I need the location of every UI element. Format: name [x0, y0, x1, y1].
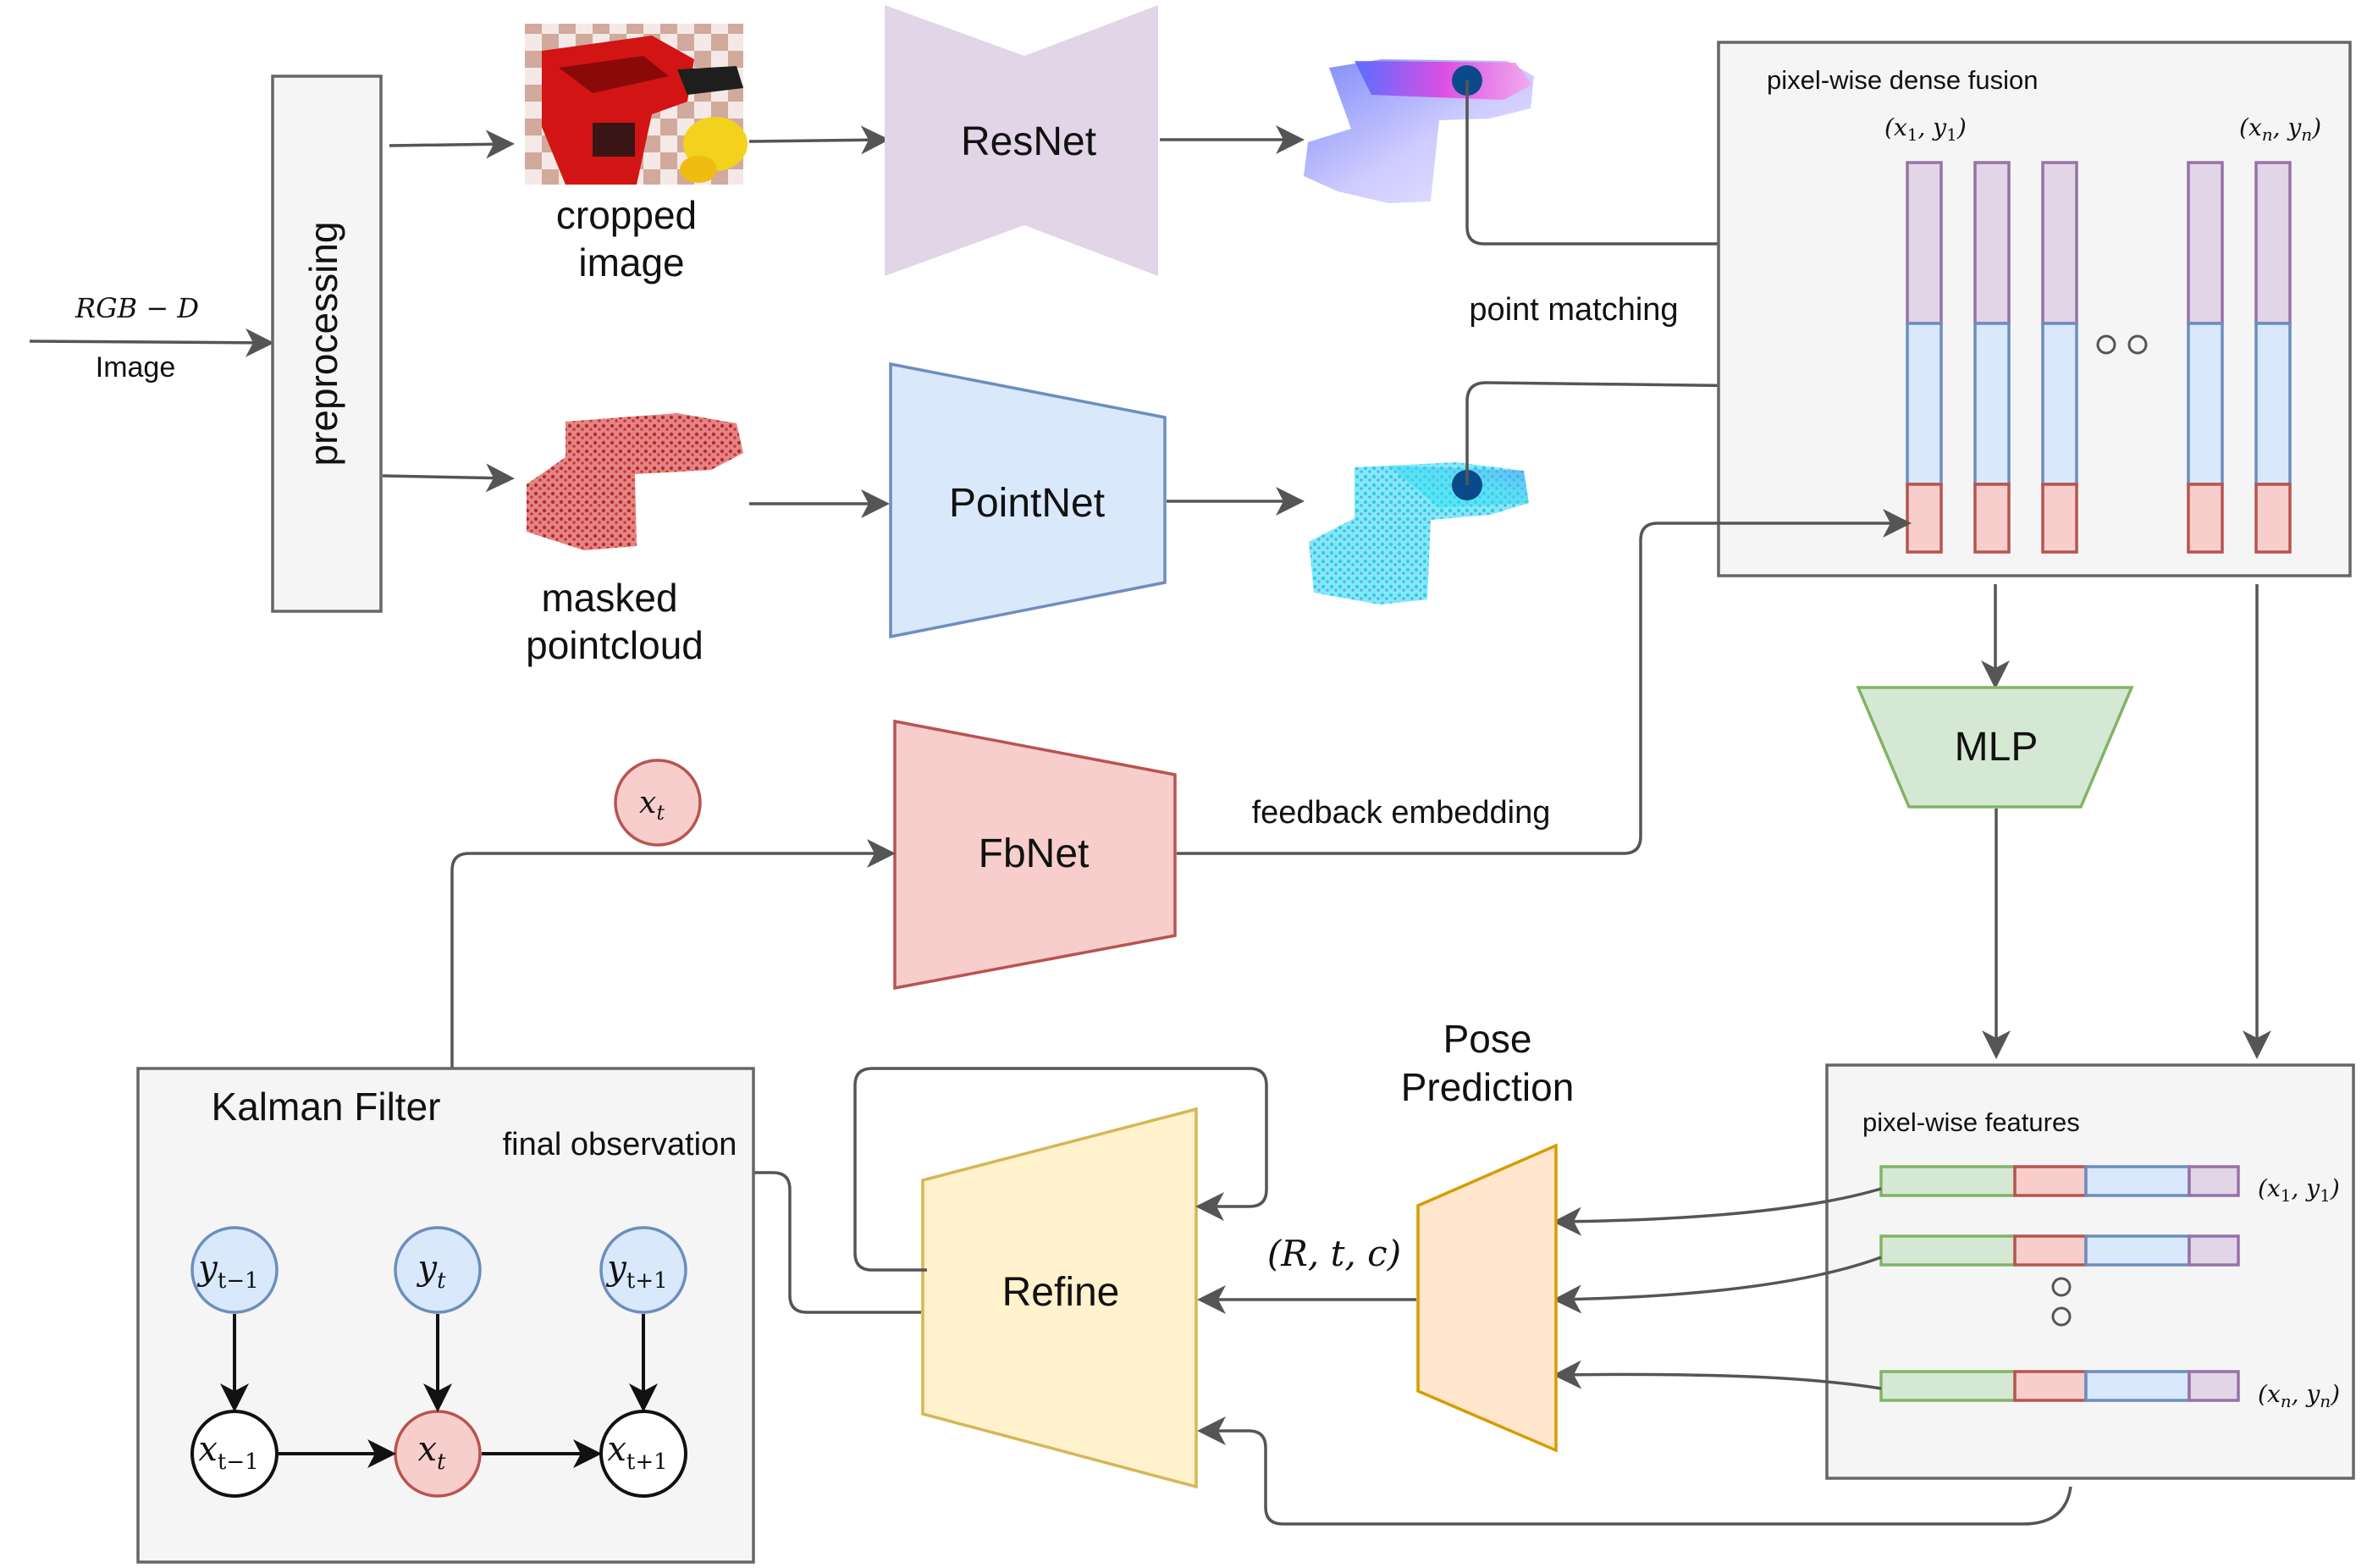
fusion-column-5-rgb-segment: [2254, 161, 2292, 325]
fusion-column-5-geometry-segment: [2254, 322, 2292, 486]
node-x-next-label: xt+1: [607, 1430, 667, 1475]
fusion-column-2-rgb-segment: [1973, 161, 2011, 325]
fusion-ellipsis-dot-1: [2096, 334, 2116, 355]
pointnet-label: PointNet: [949, 481, 1105, 526]
refine-block: [923, 1109, 1196, 1487]
fusion-column-3-feedback-segment: [2041, 483, 2078, 554]
feature-row-2-to-pose-arrow: [1553, 1256, 1882, 1314]
refine-label: Refine: [1002, 1270, 1120, 1315]
pointnet-outline: [889, 362, 1167, 639]
pose-prediction-label-1: Pose: [1443, 1017, 1532, 1061]
cropped-image-label-2: image: [578, 240, 684, 284]
fusion-column-3-geometry-segment: [2041, 322, 2078, 486]
fusion-columns: [1906, 161, 2292, 554]
feature-row-1-geometry-segment: [2084, 1165, 2191, 1197]
feature-row-1-to-pose-arrow: [1553, 1187, 1882, 1236]
node-x-curr-label: xt: [417, 1430, 446, 1475]
feature-row-1-feedback-segment: [2013, 1165, 2088, 1197]
feature-row-1-rgb-segment: [2188, 1165, 2240, 1197]
refine-loop-arrow: [853, 1067, 1268, 1272]
fusion-column-4-feedback-segment: [2187, 483, 2224, 554]
pixel-features-panel: [1825, 1063, 2355, 1480]
dense-fusion-panel: [1717, 41, 2352, 577]
feature-row-2-geometry-segment: [2084, 1234, 2191, 1267]
mlp-outline: [1856, 686, 2134, 809]
dense-fusion-title: pixel-wise dense fusion: [1767, 65, 2039, 95]
pose-output-label: (R, t, c): [1267, 1233, 1401, 1274]
feature-row-2-feedback-segment: [2013, 1234, 2088, 1267]
feature-row-3-geometry-segment: [2084, 1370, 2191, 1402]
refine-outline: [921, 1107, 1198, 1489]
preprocessing-label: preprocessing: [301, 222, 345, 467]
features-ellipsis-dot-2: [2051, 1306, 2072, 1327]
rgb-match-to-fusion-arrow: [1465, 80, 1912, 258]
feature-row-3-rgb-segment: [2188, 1370, 2240, 1402]
input-math-label: RGB − D: [74, 292, 199, 324]
x-t-node-outline: [614, 759, 702, 847]
cloud-match-to-fusion-arrow: [1465, 373, 1912, 485]
node-y-next: [599, 1226, 687, 1314]
final-observation-label: final observation: [503, 1127, 737, 1162]
feature-row-2-mlp-segment: [1879, 1234, 2017, 1267]
x-t-node-label: xt: [639, 786, 665, 825]
feature-rows: [1879, 1165, 2240, 1402]
mlp-label: MLP: [1955, 725, 2039, 770]
pointnet-block: [891, 364, 1165, 637]
fusion-column-4-rgb-segment: [2187, 161, 2224, 325]
feature-row-3-feedback-segment: [2013, 1370, 2088, 1402]
node-y-prev: [190, 1226, 279, 1314]
preprocessing-to-image-arrow: [389, 130, 515, 159]
image-to-resnet-arrow: [748, 125, 890, 155]
pose-prediction-outline: [1416, 1143, 1558, 1453]
fusion-column-1-feedback-segment: [1906, 483, 1943, 554]
x-t-node: [615, 760, 700, 845]
pose-prediction-label-2: Prediction: [1401, 1065, 1575, 1109]
fusion-column-1-geometry-segment: [1906, 322, 1943, 486]
features-ellipsis-dot-1: [2051, 1277, 2072, 1297]
kalman-filter-title: Kalman Filter: [212, 1085, 441, 1129]
preprocessing-box: [271, 75, 383, 613]
input-label: Image: [96, 351, 176, 384]
node-x-prev-label: xt−1: [198, 1430, 258, 1475]
feedback-embedding-label: feedback embedding: [1252, 795, 1551, 831]
preprocessing-to-cloud-arrow: [382, 463, 515, 493]
fusion-column-2-geometry-segment: [1973, 322, 2011, 486]
input-arrow: [29, 328, 274, 357]
kalman-nodes: yt−1 yt yt+1 xt−1 xt xt+1: [190, 1226, 687, 1498]
fusion-column-1-rgb-segment: [1906, 161, 1943, 325]
features-to-refine-arrow: [1197, 1416, 2072, 1526]
node-y-curr-label: yt: [416, 1249, 446, 1294]
fusion-ellipsis-dot-2: [2127, 334, 2148, 355]
masked-pointcloud-label-2: pointcloud: [526, 623, 703, 667]
fbnet-outline: [893, 719, 1177, 991]
fusion-column-5-feedback-segment: [2254, 483, 2292, 554]
feature-row-3-mlp-segment: [1879, 1370, 2017, 1402]
fbnet-to-fusion-arrow: [1177, 509, 1912, 855]
fusion-column-2-feedback-segment: [1973, 483, 2011, 554]
fbnet-block: [895, 721, 1175, 988]
fusion-column-4-geometry-segment: [2187, 322, 2224, 486]
point-matching-label: point matching: [1469, 292, 1678, 328]
pose-prediction-block: [1418, 1146, 1556, 1450]
node-y-curr: [394, 1226, 482, 1314]
cropped-image-label-1: cropped: [556, 193, 697, 237]
kalman-to-fbnet-arrow: [450, 839, 896, 1068]
feature-row-1-mlp-segment: [1879, 1165, 2017, 1197]
node-y-prev-label: yt−1: [196, 1249, 258, 1294]
feature-row-n-to-pose-arrow: [1553, 1360, 1882, 1390]
feature-row-2-rgb-segment: [2188, 1234, 2240, 1267]
rgb-feature-map: [1304, 59, 1534, 203]
fbnet-label: FbNet: [979, 831, 1090, 876]
fusion-column-3-rgb-segment: [2041, 161, 2078, 325]
mlp-block: [1858, 687, 2132, 807]
masked-pointcloud-thumbnail: [527, 413, 743, 550]
node-y-next-label: yt+1: [605, 1249, 667, 1294]
cropped-image-thumbnail: [525, 24, 748, 185]
point-feature-map: [1309, 462, 1529, 605]
resnet-label: ResNet: [961, 119, 1096, 164]
resnet-block: [885, 5, 1158, 276]
masked-pointcloud-label-1: masked: [541, 576, 677, 620]
pixel-features-title: pixel-wise features: [1862, 1107, 2080, 1137]
